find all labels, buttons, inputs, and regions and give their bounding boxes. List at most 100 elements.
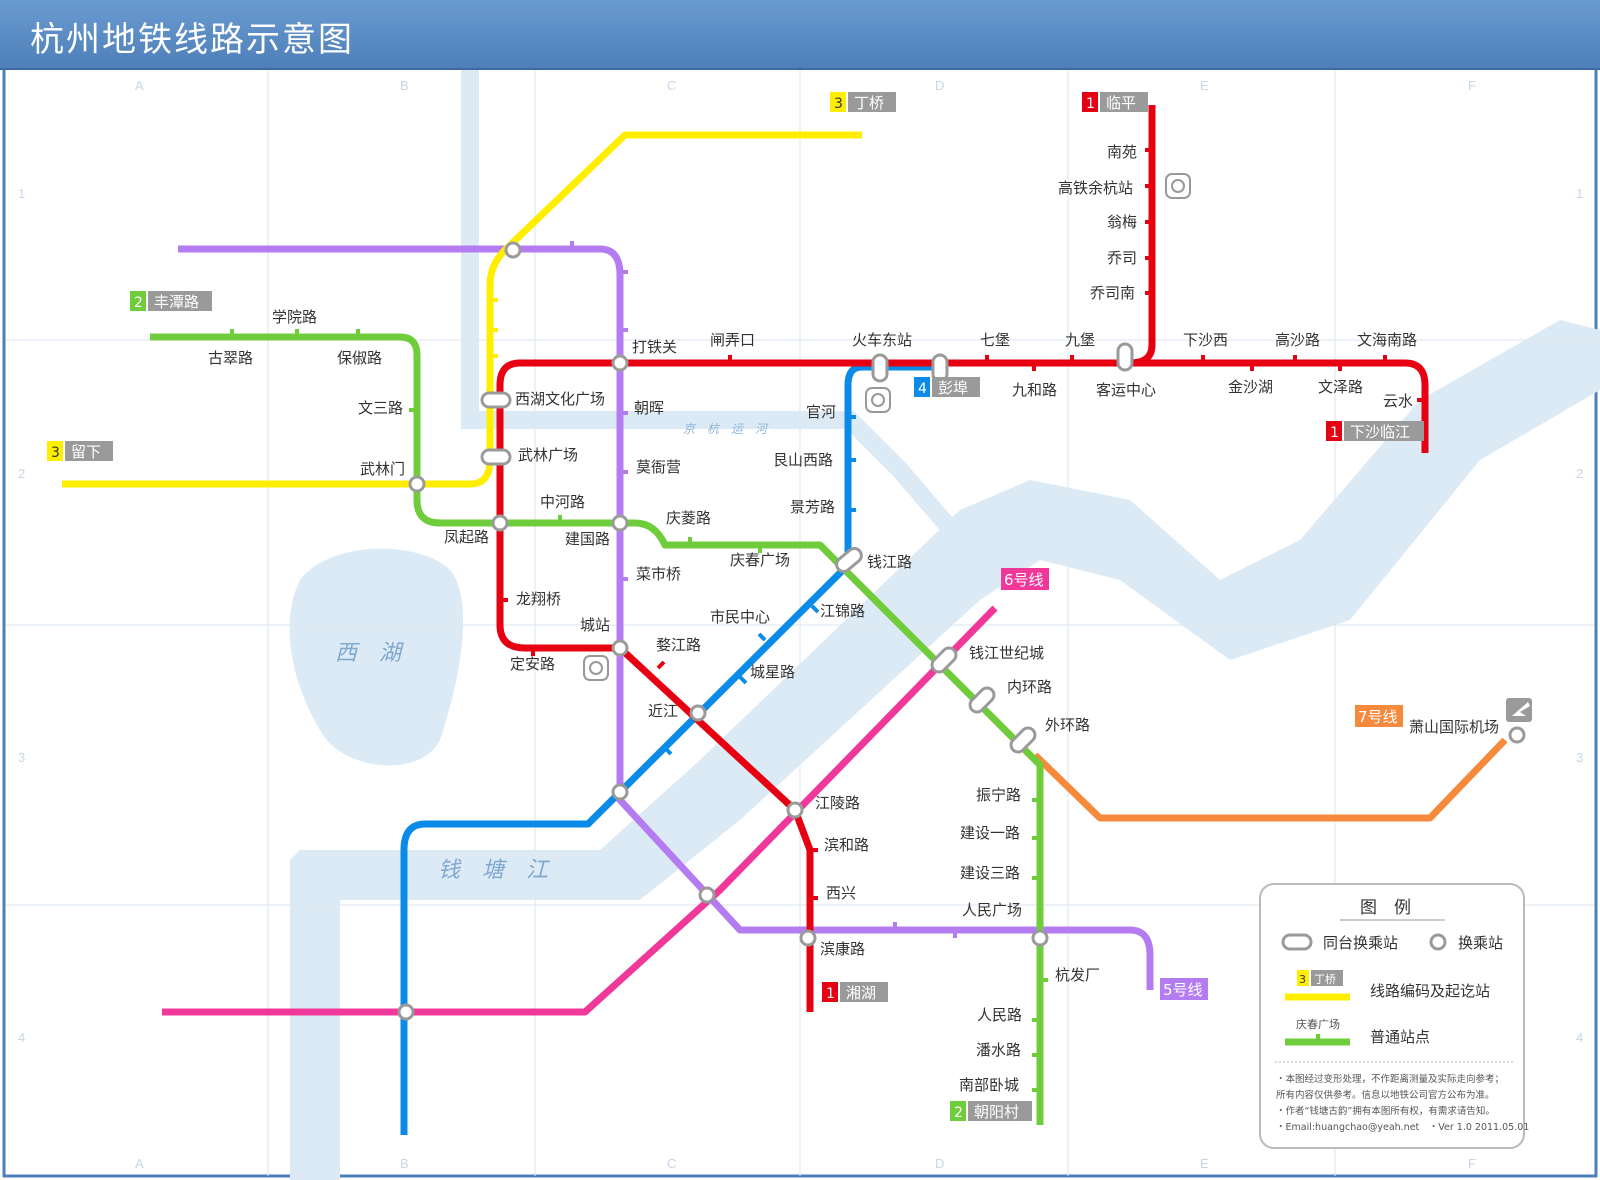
station-label: 近江	[648, 702, 678, 720]
transfer-circle	[1508, 726, 1526, 744]
line-3	[62, 131, 862, 488]
legend-sample-station: 庆春广场	[1296, 1017, 1340, 1031]
same-platform-station	[968, 686, 996, 714]
station-tick	[738, 675, 748, 685]
transfer-circle	[491, 514, 509, 532]
station-label: 西兴	[826, 884, 856, 902]
station-label: 景芳路	[790, 498, 835, 516]
station-label: 九和路	[1012, 381, 1057, 399]
terminal-name: 留下	[71, 443, 101, 461]
terminal-name-box	[840, 982, 888, 1002]
station-label: 南苑	[1107, 143, 1137, 161]
same-platform-station	[871, 353, 889, 383]
terminal-name: 下沙临江	[1350, 423, 1410, 441]
west-lake-label: 西 湖	[335, 641, 404, 666]
transfer-circle	[799, 929, 817, 947]
station-label: 杭发厂	[1055, 966, 1100, 984]
station-label: 婺江路	[656, 636, 701, 654]
station-label: 乔司	[1107, 249, 1137, 267]
terminal-name-box	[968, 1101, 1032, 1121]
railway-station-icons	[583, 173, 1191, 681]
grid-row-label: 1	[18, 186, 25, 201]
line-5	[178, 245, 1154, 990]
map-title: 杭州地铁线路示意图	[30, 20, 354, 60]
line-tag-label: 5号线	[1163, 981, 1203, 999]
grid-row-label: 1	[1576, 186, 1583, 201]
station-label: 萧山国际机场	[1409, 718, 1499, 736]
station-label: 凤起路	[444, 528, 489, 546]
terminal-line-number: 4	[918, 381, 927, 397]
grid-column-label: B	[400, 1156, 409, 1171]
station-label: 文三路	[358, 399, 403, 417]
line-7	[1032, 737, 1508, 822]
terminal-line-number: 1	[1086, 96, 1095, 112]
station-label: 七堡	[980, 331, 1010, 349]
terminal-line-number-box	[1326, 421, 1342, 441]
station-label: 朝晖	[634, 399, 664, 417]
terminal-line-number: 1	[1330, 425, 1339, 441]
terminal-line-number-box	[950, 1101, 966, 1121]
station-label: 人民广场	[962, 901, 1022, 919]
station-label: 内环路	[1007, 678, 1052, 696]
title-bar: 杭州地铁线路示意图	[0, 0, 1600, 70]
transfer-circle	[611, 514, 629, 532]
legend-line-number: 3	[1299, 973, 1306, 986]
transfer-circle	[611, 639, 629, 657]
line-tag-box	[1355, 705, 1403, 727]
terminal-line-number-box	[47, 441, 63, 461]
line-tag-box	[1001, 568, 1049, 590]
line-1-branch	[1125, 359, 1429, 453]
station-label: 官河	[806, 403, 836, 421]
transfer-circle	[1031, 929, 1049, 947]
legend-note: ・本图经过变形处理，不作距离测量及实际走向参考；	[1276, 1073, 1504, 1085]
legend-note: ・Email:huangchao@yeah.net ・Ver 1.0 2011.…	[1276, 1122, 1529, 1133]
line-tag-label: 7号线	[1358, 708, 1398, 726]
terminal-name-box	[65, 441, 113, 461]
grid-column-label: A	[135, 78, 144, 93]
grid-column-label: E	[1200, 78, 1209, 93]
transfer-circle	[504, 241, 522, 259]
terminal-name: 丰潭路	[154, 293, 199, 311]
west-lake	[289, 548, 464, 766]
transfer-circle	[689, 704, 707, 722]
same-platform-station	[1116, 342, 1134, 372]
transfer-circle	[698, 886, 716, 904]
station-label: 九堡	[1065, 331, 1095, 349]
legend-terminal-desc: 线路编码及起讫站	[1370, 982, 1490, 1000]
station-label: 保俶路	[337, 349, 382, 367]
station-labels: 南苑高铁余杭站翁梅乔司乔司南学院路古翠路保俶路打铁关闸弄口火车东站七堡九堡下沙西…	[208, 143, 1499, 1094]
station-label: 江锦路	[820, 602, 865, 620]
grid-column-label: C	[667, 1156, 676, 1171]
railway-station-icon	[583, 655, 609, 681]
terminal-name-box	[1100, 92, 1148, 112]
grid-column-label: F	[1468, 78, 1476, 93]
same-platform-station	[930, 646, 958, 674]
station-label: 龙翔桥	[516, 590, 561, 608]
legend: 图 例 同台换乘站 换乘站 3 丁桥 线路编码及起讫站 庆春广场 普通站点 ・本…	[1259, 883, 1529, 1149]
station-label: 定安路	[510, 655, 555, 673]
legend-same-platform-icon	[1281, 933, 1313, 951]
station-label: 钱江路	[867, 553, 912, 571]
station-label: 学院路	[272, 308, 317, 326]
grid-column-label: E	[1200, 1156, 1209, 1171]
line-1	[496, 105, 1156, 1012]
transfer-circle	[611, 354, 629, 372]
terminal-line-number-box	[914, 377, 930, 397]
same-platform-station	[480, 391, 512, 409]
station-label: 中河路	[540, 493, 585, 511]
station-label: 建设三路	[960, 864, 1020, 882]
station-label: 人民路	[977, 1006, 1022, 1024]
line-2	[150, 333, 1044, 1125]
line-6	[162, 605, 998, 1016]
grid-row-label: 3	[18, 750, 25, 765]
station-label: 滨和路	[824, 836, 869, 854]
station-tick	[810, 604, 820, 614]
legend-terminal-box	[1311, 970, 1343, 986]
railway-station-icon	[1165, 173, 1191, 199]
